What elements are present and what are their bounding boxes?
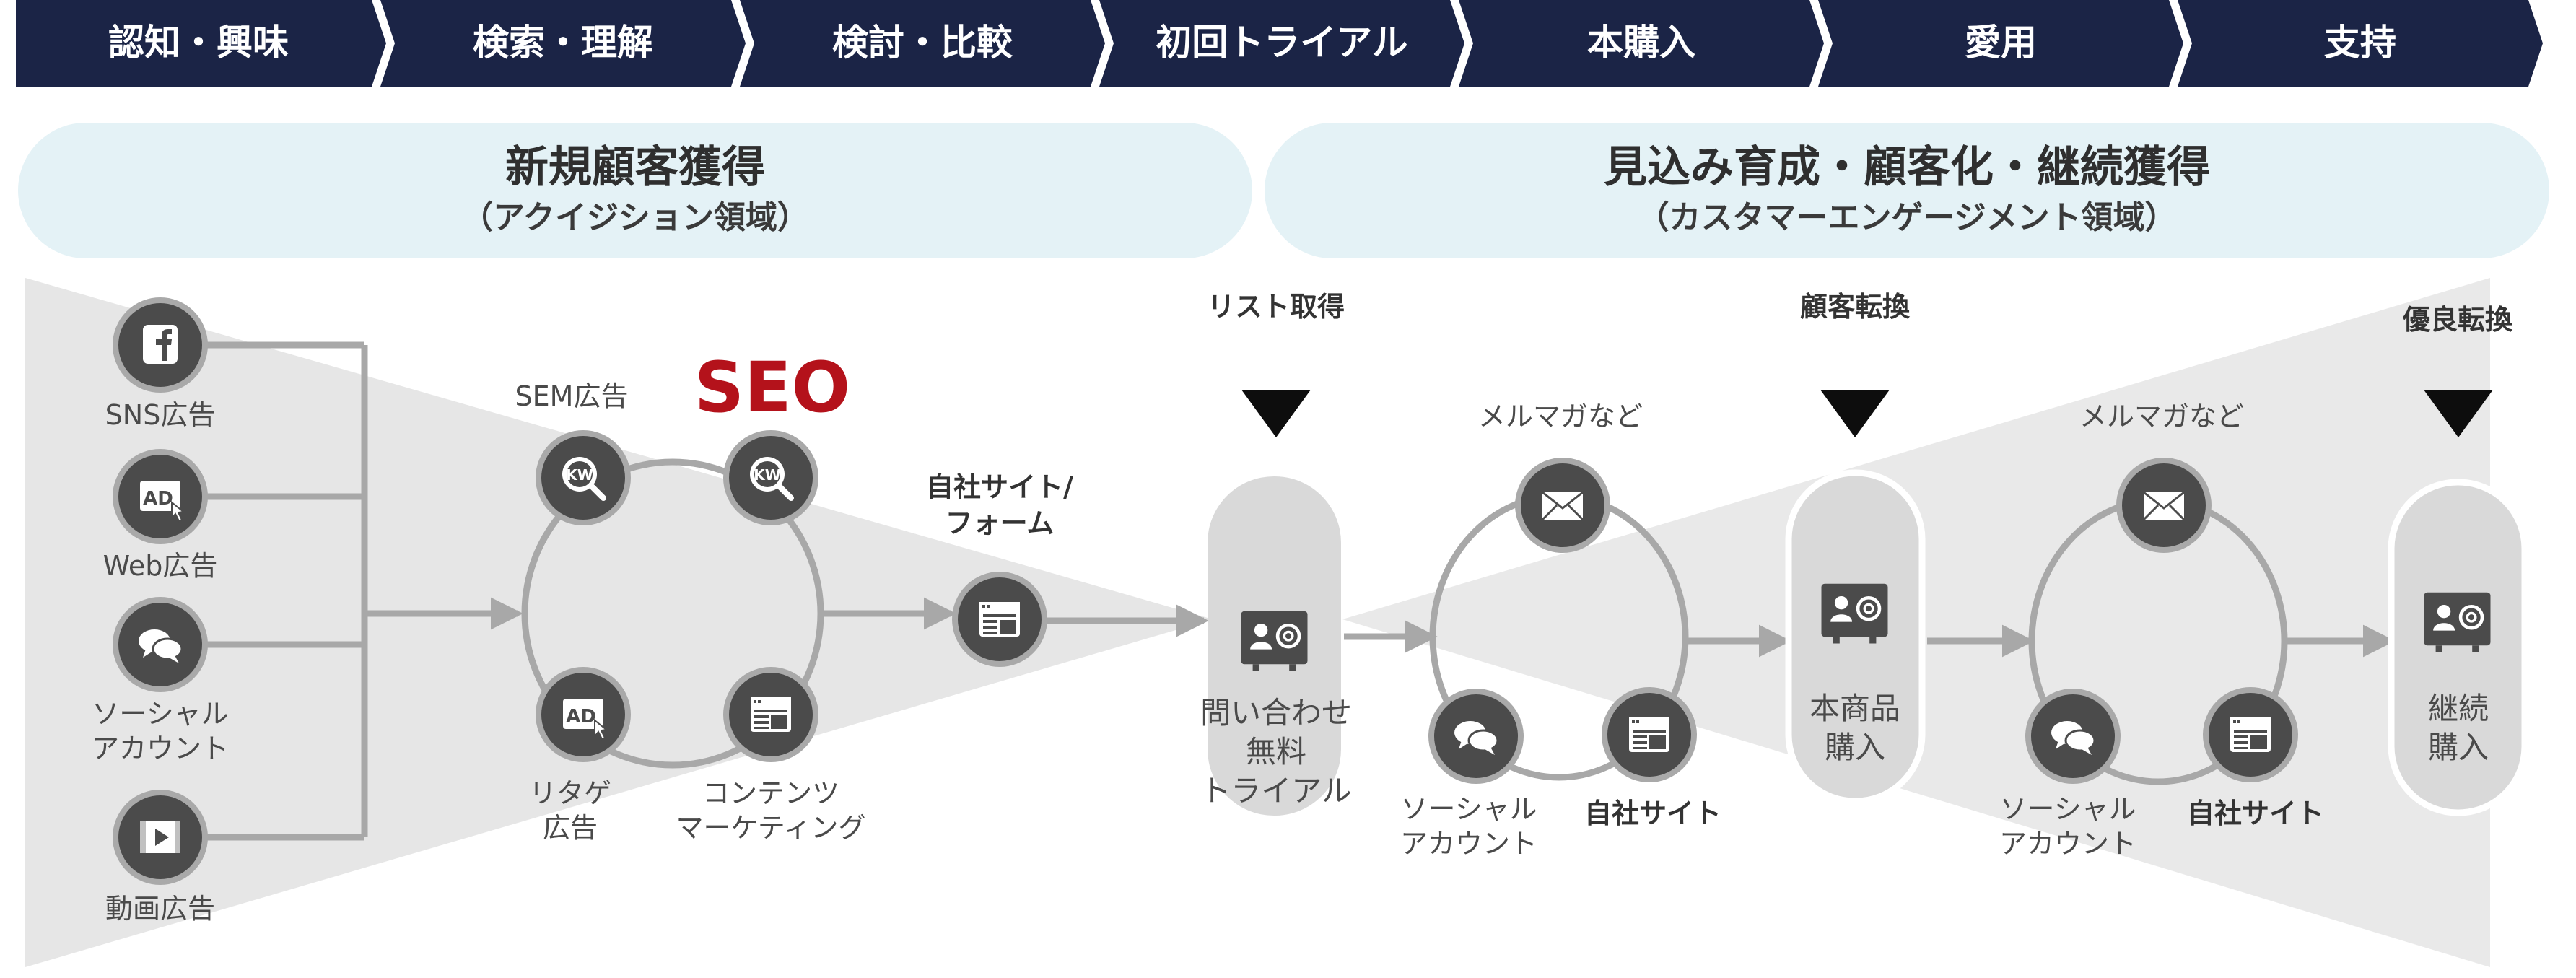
browser-window-icon xyxy=(2230,717,2271,752)
stage-label: 本購入 xyxy=(1587,22,1695,64)
loop-label: アカウント xyxy=(1400,828,1537,860)
stage-chevron-4 xyxy=(1099,0,1464,87)
loop-label: 広告 xyxy=(543,812,598,844)
milestone-label: 優良転換 xyxy=(2402,304,2513,336)
down-triangle-icon xyxy=(2424,390,2493,437)
section-bands: 新規顧客獲得 （アクイジション領域） 見込み育成・顧客化・継続獲得 （カスタマー… xyxy=(18,123,2549,258)
engagement-band xyxy=(1265,123,2549,258)
milestone-pill-text: 問い合わせ xyxy=(1200,695,1352,730)
contact-card-icon xyxy=(2424,593,2491,652)
loop-label: リタゲ xyxy=(529,777,611,809)
down-triangle-icon xyxy=(1241,390,1311,437)
nurture-loop-2: メルマガなど ソーシャル アカウント 自社サイト xyxy=(1999,401,2324,860)
browser-window-icon xyxy=(979,602,1020,637)
stage-chevron-5 xyxy=(1459,0,1824,87)
engagement-subtitle: （カスタマーエンゲージメント領域） xyxy=(1637,199,2176,236)
stage-chevron-3 xyxy=(740,0,1105,87)
mail-icon xyxy=(2142,491,2186,521)
seo-label: SEO xyxy=(694,347,850,428)
channel-social: ソーシャル アカウント xyxy=(92,597,229,764)
channel-video: 動画広告 xyxy=(105,790,215,925)
loop-node-content: コンテンツ マーケティング xyxy=(676,667,866,844)
stage-label: 初回トライアル xyxy=(1156,22,1408,64)
connectors xyxy=(204,341,2396,841)
loop-label: マーケティング xyxy=(676,812,866,844)
channel-label: アカウント xyxy=(92,733,229,764)
contact-card-icon xyxy=(1241,611,1308,671)
loop-node-retarget: リタゲ 広告 xyxy=(529,667,631,844)
browser-window-icon xyxy=(1629,717,1669,752)
acquisition-subtitle: （アクイジション領域） xyxy=(461,199,809,236)
own-site-form-label: 自社サイト/ xyxy=(926,471,1073,503)
own-site-form: 自社サイト/ フォーム xyxy=(926,471,1073,667)
mail-icon xyxy=(1541,491,1584,521)
milestone-label: リスト取得 xyxy=(1208,291,1345,323)
channel-web: Web広告 xyxy=(103,449,218,582)
stage-label: 認知・興味 xyxy=(108,22,289,64)
contact-card-icon xyxy=(1822,584,1888,644)
loop-label: コンテンツ xyxy=(702,777,839,809)
search-loop-ring xyxy=(521,458,824,769)
milestone-list: リスト取得 問い合わせ 無料 トライアル xyxy=(1200,291,1352,816)
loop-label: SEM広告 xyxy=(515,380,629,412)
loop-label: メルマガなど xyxy=(2079,401,2244,432)
milestone-pill xyxy=(2388,479,2528,816)
facebook-icon xyxy=(143,325,178,364)
milestone-pill-text: 本商品 xyxy=(1809,691,1900,726)
loop-label: メルマガなど xyxy=(1478,401,1643,432)
channel-label: 動画広告 xyxy=(105,893,215,925)
down-triangle-icon xyxy=(1820,390,1890,437)
loop-label: 自社サイト xyxy=(1584,798,1721,829)
milestone-pill-text: トライアル xyxy=(1200,773,1352,808)
stage-label: 愛用 xyxy=(1965,22,2037,64)
milestone-pill-text: 継続 xyxy=(2428,691,2489,726)
milestone-pill-text: 購入 xyxy=(1825,730,1885,765)
stage-label: 検索・理解 xyxy=(473,22,653,64)
milestone-loyal: 優良転換 継続 購入 xyxy=(2388,304,2528,816)
engagement-title: 見込み育成・顧客化・継続獲得 xyxy=(1604,142,2210,193)
acquisition-band xyxy=(18,123,1252,258)
channel-label: Web広告 xyxy=(103,550,218,582)
milestone-pill-text: 無料 xyxy=(1246,734,1306,769)
stage-label: 支持 xyxy=(2324,22,2396,64)
milestone-conversion: 顧客転換 本商品 購入 xyxy=(1785,291,1926,805)
browser-window-icon xyxy=(751,697,791,732)
loop-label: アカウント xyxy=(1999,828,2136,860)
stage-chevron-2 xyxy=(380,0,746,87)
nurture-loop-1: メルマガなど ソーシャル アカウント 自社サイト xyxy=(1400,401,1721,860)
milestone-pill-text: 購入 xyxy=(2428,730,2489,765)
own-site-form-label: フォーム xyxy=(946,507,1055,539)
loop-node-seo: SEO xyxy=(694,347,850,525)
milestone-label: 顧客転換 xyxy=(1800,291,1911,323)
channel-label: ソーシャル xyxy=(92,698,228,730)
acquisition-funnel xyxy=(25,278,1213,967)
stage-chevron-6 xyxy=(1818,0,2183,87)
stage-chevron-1 xyxy=(16,0,386,87)
acquisition-title: 新規顧客獲得 xyxy=(505,142,765,193)
channel-sns: SNS広告 xyxy=(105,297,216,431)
stage-bar: 認知・興味 検索・理解 検討・比較 初回トライアル 本購入 愛用 支持 xyxy=(16,0,2543,87)
loop-node-sem: SEM広告 xyxy=(515,380,631,525)
stage-chevron-7 xyxy=(2178,0,2543,87)
milestone-pill xyxy=(1785,469,1926,805)
stage-label: 検討・比較 xyxy=(832,22,1013,64)
loop-label: 自社サイト xyxy=(2187,798,2324,829)
loop-label: ソーシャル xyxy=(1999,793,2136,825)
loop-label: ソーシャル xyxy=(1400,793,1537,825)
channel-label: SNS広告 xyxy=(105,399,216,431)
video-icon xyxy=(140,821,180,853)
